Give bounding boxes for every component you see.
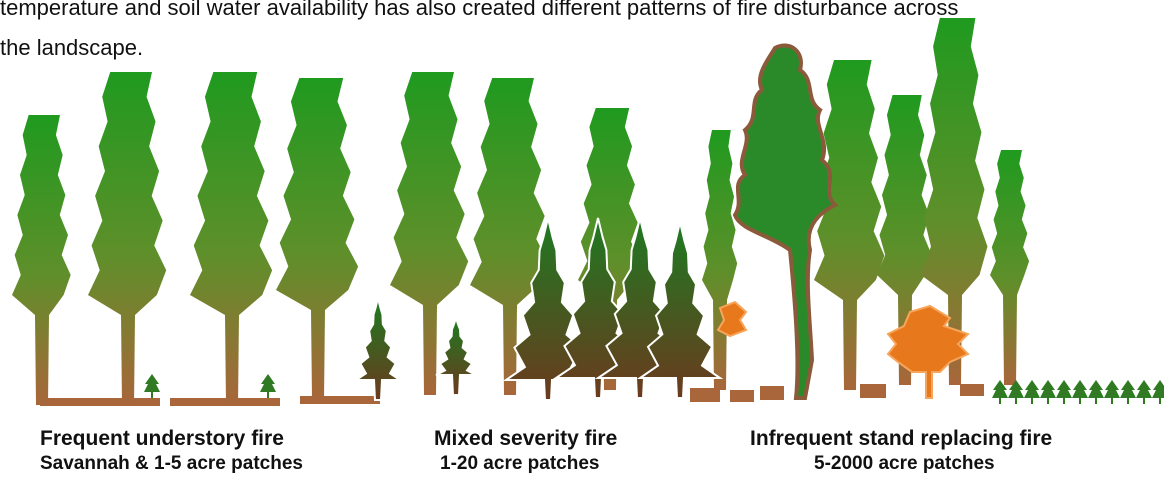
seedling xyxy=(1072,380,1088,404)
broad-tree xyxy=(276,78,358,400)
broad-tree xyxy=(12,115,71,405)
seedling xyxy=(1104,380,1120,404)
seedling xyxy=(1088,380,1104,404)
regime-infrequent-title: Infrequent stand replacing fire xyxy=(750,426,1052,452)
seedling xyxy=(1136,380,1152,404)
seedling xyxy=(1152,380,1164,404)
regime-mixed-label: Mixed severity fire 1-20 acre patches xyxy=(434,426,617,476)
broad-tree xyxy=(190,72,272,405)
large-outlined-tree xyxy=(735,45,835,398)
seedling xyxy=(144,374,160,398)
conifer-tree xyxy=(356,298,400,400)
conifer-tree xyxy=(436,318,476,395)
seedling xyxy=(1056,380,1072,404)
seedling xyxy=(1120,380,1136,404)
regime-infrequent-detail: 5-2000 acre patches xyxy=(750,452,1052,476)
broad-tree xyxy=(990,150,1029,385)
regime-frequent-title: Frequent understory fire xyxy=(40,426,303,452)
broad-tree xyxy=(814,60,884,390)
regime-mixed-detail: 1-20 acre patches xyxy=(434,452,617,476)
seedling xyxy=(260,374,276,398)
broad-tree xyxy=(88,72,166,405)
regime-mixed-title: Mixed severity fire xyxy=(434,426,617,452)
regime-frequent-detail: Savannah & 1-5 acre patches xyxy=(40,452,303,476)
seedling xyxy=(1024,380,1040,404)
seedling xyxy=(1040,380,1056,404)
regime-infrequent-label: Infrequent stand replacing fire 5-2000 a… xyxy=(750,426,1052,476)
regime-frequent-label: Frequent understory fire Savannah & 1-5 … xyxy=(40,426,303,476)
